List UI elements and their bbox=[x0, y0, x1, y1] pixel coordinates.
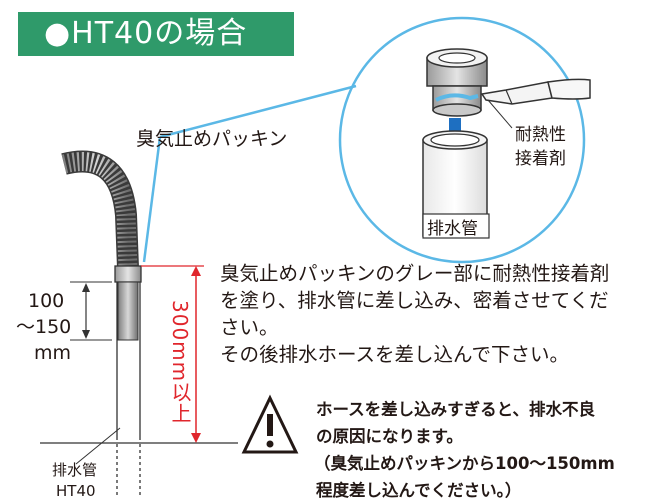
zoom-packing bbox=[426, 48, 488, 117]
zoom-connector bbox=[159, 84, 357, 139]
drain-pipe bbox=[116, 282, 141, 498]
warning-line: （臭気止めパッキンから100～150mm bbox=[314, 454, 615, 473]
adhesive-label-1: 耐熱性 bbox=[515, 125, 566, 145]
adhesive-label-2: 接着剤 bbox=[515, 149, 566, 169]
pipe-label-1: 排水管 bbox=[52, 461, 98, 479]
height-dimension bbox=[141, 265, 204, 443]
pipe-label-2: HT40 bbox=[56, 482, 96, 500]
warning-line: ホースを差し込みすぎると、排水不良 bbox=[316, 400, 596, 419]
warning-triangle-icon bbox=[241, 394, 318, 456]
height-label: 300mm以上 bbox=[168, 300, 192, 425]
drain-hose bbox=[61, 150, 139, 269]
zoom-connector bbox=[142, 136, 162, 263]
dimension-100: 100 bbox=[28, 290, 65, 312]
instructions: 臭気止めパッキンのグレー部に耐熱性接着剤 を塗り、排水管に差し込み、密着させてく… bbox=[220, 260, 609, 368]
packing-small bbox=[114, 265, 142, 341]
zoom-drain-pipe bbox=[422, 130, 490, 239]
adhesive-tube bbox=[480, 78, 591, 105]
drain-pipe-zoom-label: 排水管 bbox=[427, 219, 478, 239]
instruction-line: を塗り、排水管に差し込み、密着させてくだ bbox=[220, 289, 609, 312]
instruction-line: さい。 bbox=[220, 316, 279, 339]
page-title: ●HT40の場合 bbox=[18, 12, 294, 56]
warning-line: 程度差し込んでください。） bbox=[316, 481, 522, 500]
instruction-line: 臭気止めパッキンのグレー部に耐熱性接着剤 bbox=[220, 262, 610, 285]
dimension-150: ～150 bbox=[16, 316, 72, 338]
warning-text: ホースを差し込みすぎると、排水不良 の原因になります。 （臭気止めパッキンから1… bbox=[314, 396, 615, 504]
instruction-line: その後排水ホースを差し込んで下さい。 bbox=[220, 343, 570, 366]
packing-label: 臭気止めパッキン bbox=[136, 128, 288, 150]
dimension-mm: mm bbox=[34, 342, 72, 364]
warning-line: の原因になります。 bbox=[316, 427, 463, 446]
insertion-dimension bbox=[70, 281, 112, 341]
